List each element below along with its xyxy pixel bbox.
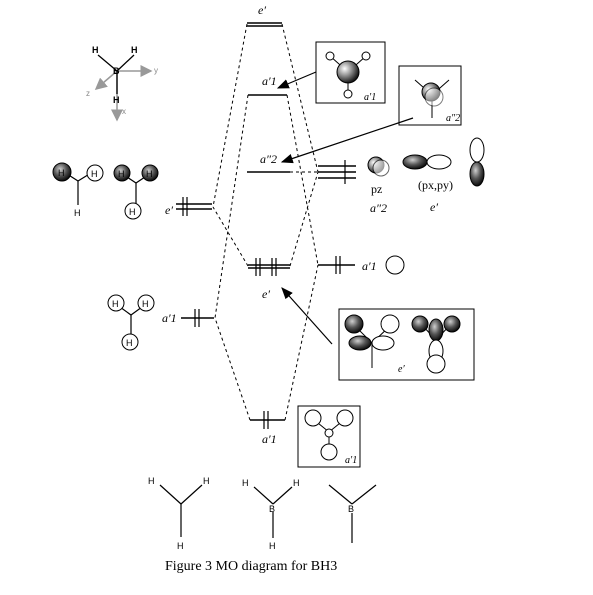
boron-pz-sym: a″2 bbox=[370, 201, 387, 215]
box-a1-antibonding-label: a′1 bbox=[364, 92, 376, 103]
svg-text:H: H bbox=[148, 476, 155, 486]
svg-text:H: H bbox=[142, 299, 149, 309]
axes-h-label: H bbox=[92, 45, 99, 55]
mo-levels: e′ a′1 a″2 e′ a′1 bbox=[247, 3, 290, 446]
svg-text:H: H bbox=[91, 169, 98, 179]
ligand-e-orbital-2: H H H bbox=[113, 164, 159, 220]
box-a1-bonding: a′1 bbox=[297, 405, 361, 468]
boron-s-level: a′1 bbox=[318, 255, 405, 275]
axis-x-label: x bbox=[122, 107, 126, 116]
svg-text:H: H bbox=[293, 478, 300, 488]
boron-pz-orbital: pz a″2 bbox=[367, 156, 390, 215]
svg-text:B: B bbox=[269, 504, 275, 514]
boron-pz-label: pz bbox=[371, 182, 382, 196]
ligand-a1-level: a′1 bbox=[162, 309, 214, 327]
box-a2pp-label: a″2 bbox=[446, 113, 460, 124]
svg-text:H: H bbox=[146, 169, 153, 179]
level-e-bonding-label: e′ bbox=[262, 287, 270, 301]
boron-pxy-orbitals: (px,py) e′ bbox=[402, 137, 485, 214]
svg-text:H: H bbox=[74, 208, 81, 218]
axis-y-label: y bbox=[154, 66, 158, 75]
ligand-a1-orbital: H H H bbox=[107, 294, 155, 351]
boron-pxy-label: (px,py) bbox=[418, 178, 453, 192]
axis-z-label: z bbox=[86, 89, 90, 98]
svg-text:H: H bbox=[58, 168, 65, 178]
svg-text:H: H bbox=[177, 541, 184, 551]
svg-text:H: H bbox=[112, 299, 119, 309]
correlation-lines bbox=[212, 23, 319, 421]
figure-caption: Figure 3 MO diagram for BH3 bbox=[165, 559, 337, 574]
svg-text:H: H bbox=[269, 541, 276, 551]
structure-bh3: H H B H bbox=[242, 478, 300, 551]
boron-p-level bbox=[318, 160, 356, 184]
svg-text:H: H bbox=[242, 478, 249, 488]
ligand-e-level: e′ bbox=[165, 197, 212, 217]
box-e-bonding-label: e′ bbox=[398, 364, 405, 375]
axes-center-label: B bbox=[113, 66, 120, 76]
boron-pxy-sym: e′ bbox=[430, 200, 438, 214]
svg-text:H: H bbox=[126, 338, 133, 348]
axes-h-label: H bbox=[131, 45, 138, 55]
svg-text:H: H bbox=[129, 207, 136, 217]
svg-text:H: H bbox=[203, 476, 210, 486]
box-a1-antibonding: a′1 bbox=[315, 41, 386, 104]
level-a2pp-label: a″2 bbox=[260, 152, 277, 166]
pointer-arrows bbox=[276, 71, 414, 345]
level-a1-bonding-label: a′1 bbox=[262, 432, 277, 446]
ligand-e-orbital-1: H H H bbox=[52, 162, 104, 218]
svg-text:B: B bbox=[348, 504, 354, 514]
axes-h-label: H bbox=[113, 95, 120, 105]
box-e-bonding: e′ bbox=[338, 308, 475, 381]
level-a1-antibonding-label: a′1 bbox=[262, 74, 277, 88]
boron-s-sym: a′1 bbox=[362, 259, 377, 273]
box-a2pp: a″2 bbox=[398, 65, 462, 126]
ligand-e-sym: e′ bbox=[165, 203, 173, 217]
level-e-antibonding-label: e′ bbox=[258, 3, 266, 17]
axes-figure: B H H H y z x bbox=[86, 45, 158, 122]
box-a1-bonding-label: a′1 bbox=[345, 455, 357, 466]
svg-text:H: H bbox=[118, 169, 125, 179]
ligand-a1-sym: a′1 bbox=[162, 311, 177, 325]
structure-b: B bbox=[328, 484, 377, 543]
structure-h3: H H H bbox=[148, 476, 210, 551]
